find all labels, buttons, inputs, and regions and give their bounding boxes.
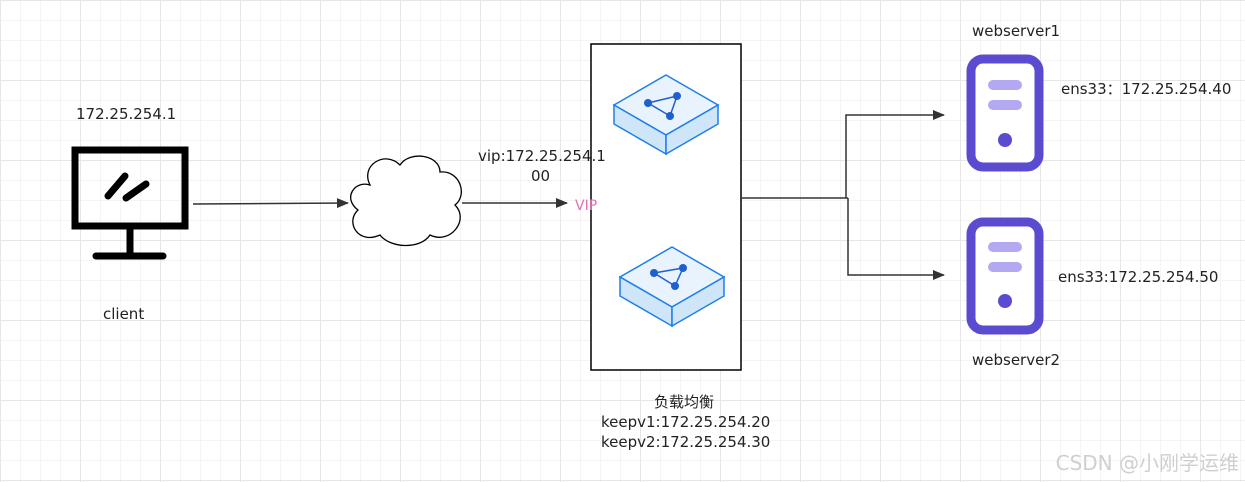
- client-ip-label: 172.25.254.1: [76, 105, 177, 123]
- webserver1-name: webserver1: [972, 22, 1061, 40]
- switch-icon-top: [612, 74, 720, 156]
- keepv2-label: keepv2:172.25.254.30: [601, 433, 771, 451]
- client-to-cloud-arrow: [192, 198, 349, 209]
- server-icon-1: [966, 54, 1044, 172]
- keepv1-label: keepv1:172.25.254.20: [601, 413, 771, 431]
- server-icon-2: [966, 217, 1044, 335]
- webserver1-ip-label: ens33：172.25.254.40: [1061, 80, 1232, 98]
- load-balancer-title: 负载均衡: [653, 393, 714, 411]
- vip-tag: VIP: [575, 198, 598, 214]
- watermark: CSDN @小刚学运维: [1055, 451, 1239, 475]
- vip-label-line2: 00: [531, 167, 551, 185]
- vip-label-line1: vip:172.25.254.1: [478, 147, 606, 165]
- cloud-icon: [350, 155, 462, 247]
- webserver2-ip-label: ens33:172.25.254.50: [1058, 268, 1219, 286]
- lb-to-servers-connector: [741, 110, 945, 280]
- switch-icon-bottom: [618, 246, 726, 328]
- webserver2-name: webserver2: [972, 351, 1061, 369]
- monitor-icon: [71, 146, 189, 260]
- client-name-label: client: [103, 305, 145, 323]
